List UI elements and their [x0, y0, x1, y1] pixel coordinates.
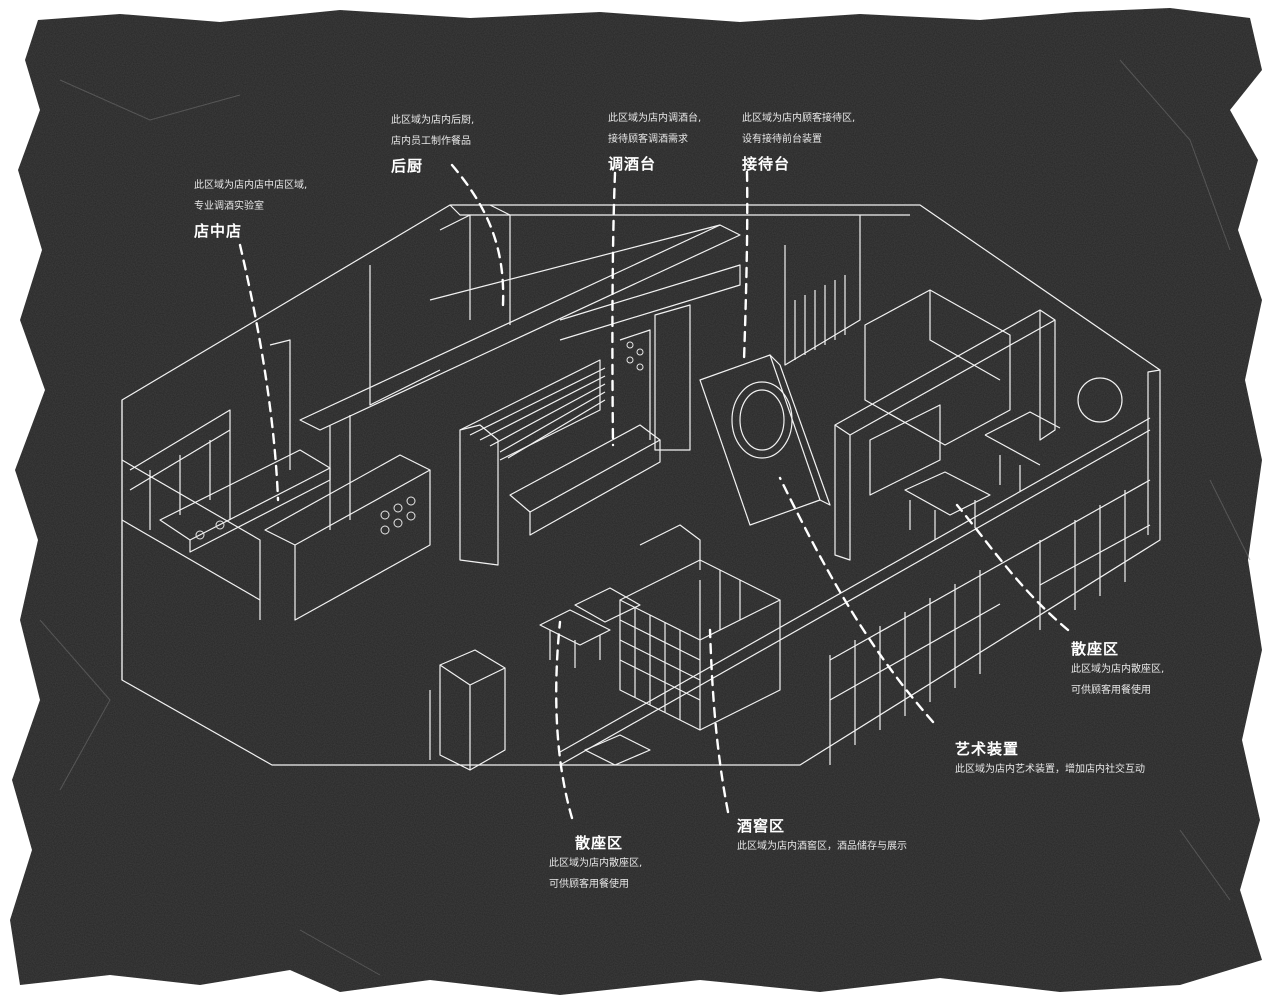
zone-title: 散座区 — [575, 834, 624, 852]
zone-label-seating-bottom: 散座区 此区域为店内散座区,可供顾客用餐使用 — [549, 832, 642, 895]
leader-wine-cellar — [708, 628, 730, 814]
paper-texture — [10, 8, 1262, 995]
zone-title: 酒窖区 — [737, 817, 786, 835]
leader-shop-in-shop — [238, 243, 280, 502]
building-outline — [121, 204, 1161, 766]
leader-bar-counter — [611, 171, 617, 447]
zone-label-bar-counter: 此区域为店内调酒台,接待顾客调酒需求 调酒台 — [608, 108, 701, 174]
perforated-panels — [195, 341, 644, 540]
paper-creases — [39, 59, 1251, 976]
zone-label-back-kitchen: 此区域为店内后厨,店内员工制作餐品 后厨 — [391, 110, 474, 176]
zone-desc: 此区域为店内散座区,可供顾客用餐使用 — [1071, 664, 1165, 696]
zone-title: 艺术装置 — [955, 740, 1020, 758]
zone-title: 接待台 — [742, 155, 791, 173]
zone-title: 后厨 — [391, 157, 424, 175]
zone-label-reception: 此区域为店内顾客接待区,设有接待前台装置 接待台 — [742, 108, 855, 174]
isometric-floor-plan — [121, 204, 1161, 771]
zone-desc: 此区域为店内调酒台,接待顾客调酒需求 — [608, 113, 702, 145]
zone-title: 店中店 — [194, 222, 243, 240]
leader-back-kitchen — [450, 163, 505, 307]
zone-desc: 此区域为店内酒窖区，酒品储存与展示 — [737, 841, 907, 852]
zone-label-art-installation: 艺术装置 此区域为店内艺术装置，增加店内社交互动 — [955, 738, 1145, 780]
zone-label-wine-cellar: 酒窖区 此区域为店内酒窖区，酒品储存与展示 — [737, 815, 907, 857]
zone-label-seating-right: 散座区 此区域为店内散座区,可供顾客用餐使用 — [1071, 638, 1164, 701]
zone-desc: 此区域为店内后厨,店内员工制作餐品 — [391, 115, 475, 147]
zone-title: 调酒台 — [608, 155, 657, 173]
leader-art-installation — [778, 476, 935, 724]
zone-desc: 此区域为店内散座区,可供顾客用餐使用 — [549, 858, 643, 890]
window-mullions — [829, 490, 1151, 745]
leader-lines — [238, 163, 1070, 820]
zone-desc: 此区域为店内艺术装置，增加店内社交互动 — [955, 764, 1145, 775]
zone-desc: 此区域为店内顾客接待区,设有接待前台装置 — [742, 113, 856, 145]
leader-seating-right — [955, 503, 1070, 632]
zone-desc: 此区域为店内店中店区域,专业调酒实验室 — [194, 180, 308, 212]
zone-title: 散座区 — [1071, 640, 1120, 658]
leader-reception — [742, 170, 749, 362]
leader-seating-bottom — [555, 620, 574, 820]
zone-label-shop-in-shop: 此区域为店内店中店区域,专业调酒实验室 店中店 — [194, 175, 307, 241]
